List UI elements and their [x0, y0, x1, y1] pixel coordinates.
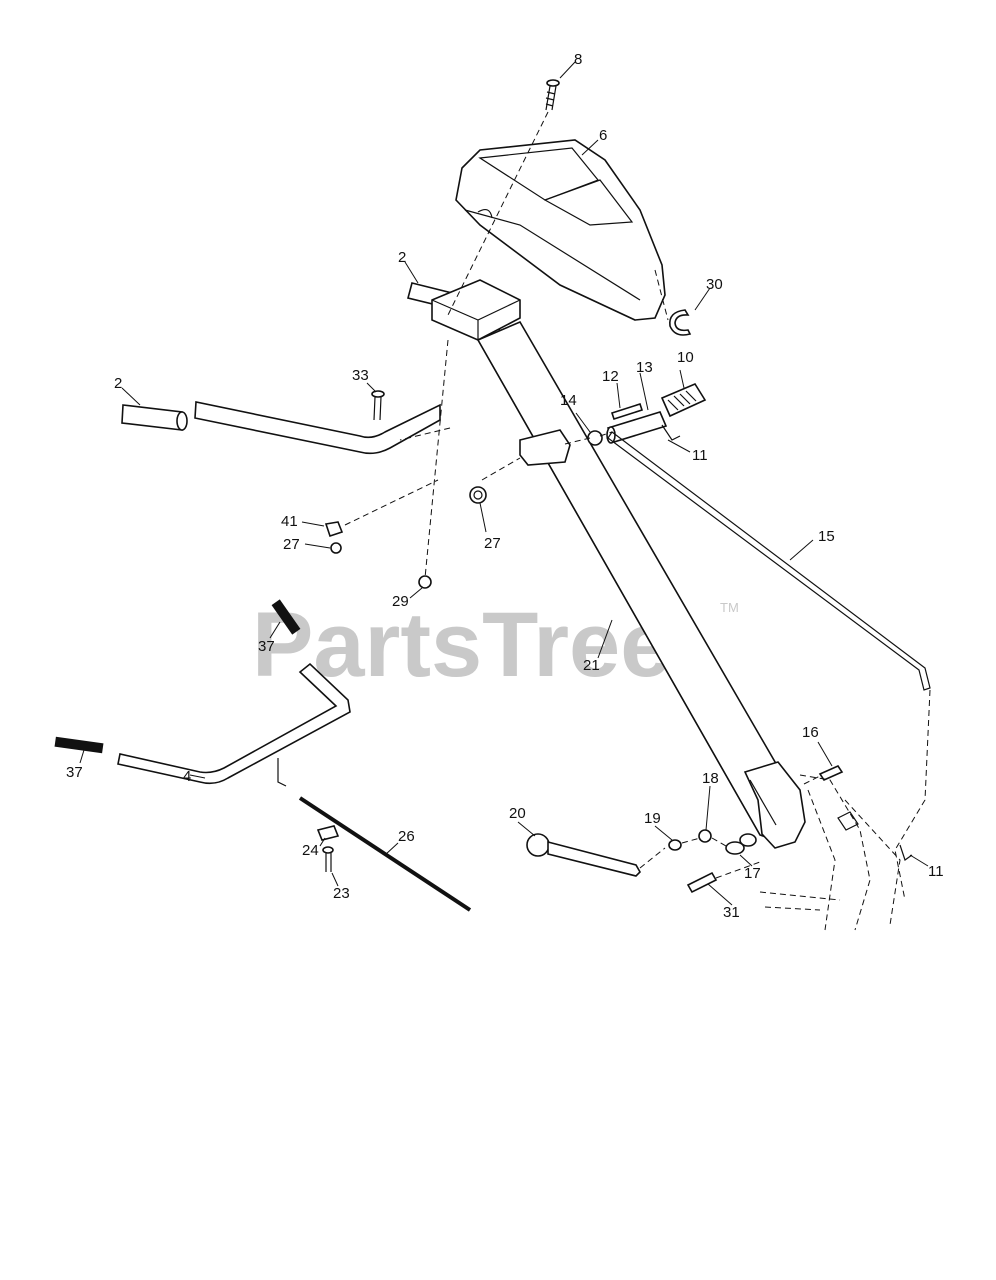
leader-lines [79, 61, 929, 906]
lever-tab-4-part [277, 758, 287, 787]
bushing-17-part[interactable] [725, 833, 757, 855]
nut-29-part[interactable] [418, 575, 432, 589]
control-rod-15-part[interactable] [607, 431, 931, 691]
nut-27-center-part[interactable] [469, 486, 487, 504]
callout-12: 12 [602, 368, 619, 385]
callout-37-left: 37 [66, 764, 83, 781]
hairpin-11-upper-part[interactable] [661, 424, 681, 441]
callout-37-upper: 37 [258, 638, 275, 655]
callout-27-center: 27 [484, 535, 501, 552]
nut-41-part[interactable] [324, 521, 344, 538]
grip-2-left-part[interactable] [121, 404, 188, 431]
callout-23: 23 [333, 885, 350, 902]
callout-13: 13 [636, 359, 653, 376]
hairpin-11-lower-part[interactable] [899, 844, 913, 861]
callout-11-upper: 11 [692, 447, 708, 464]
bolt-23-part[interactable] [322, 846, 334, 872]
spacer-14-part[interactable] [587, 430, 603, 446]
callout-31: 31 [723, 904, 740, 921]
watermark-trademark: TM [720, 600, 739, 615]
callout-21: 21 [583, 657, 600, 674]
callout-11-lower: 11 [928, 863, 944, 880]
callout-30: 30 [706, 276, 723, 293]
callout-16: 16 [802, 724, 819, 741]
frame-fragment-part [759, 774, 901, 931]
pin-12-part[interactable] [610, 402, 644, 421]
bolt-31-part[interactable] [686, 871, 718, 894]
callout-20: 20 [509, 805, 526, 822]
lever-4-part[interactable] [117, 662, 351, 785]
callout-8: 8 [574, 51, 582, 68]
clip-24-part[interactable] [316, 825, 340, 841]
nut-18-part[interactable] [698, 829, 712, 843]
shift-lever-20-part[interactable] [526, 833, 641, 877]
callout-26: 26 [398, 828, 415, 845]
callout-17: 17 [744, 865, 761, 882]
callout-15: 15 [818, 528, 835, 545]
callout-6: 6 [599, 127, 607, 144]
washer-27-left-part[interactable] [330, 542, 342, 554]
assembly-lines [344, 111, 931, 901]
callout-14: 14 [560, 392, 577, 409]
handle-tube-21-part[interactable] [431, 279, 806, 849]
callout-4: 4 [183, 768, 191, 785]
mount-bracket-part[interactable] [519, 429, 571, 466]
bolt-33-part[interactable] [371, 390, 385, 421]
callout-41: 41 [281, 513, 298, 530]
callout-29: 29 [392, 593, 409, 610]
screw-8-part[interactable] [545, 79, 560, 111]
grip-37-left-part[interactable] [54, 736, 104, 754]
washer-19-part[interactable] [668, 839, 682, 851]
callout-2-upper: 2 [398, 249, 406, 266]
callout-10: 10 [677, 349, 694, 366]
grip-10-part[interactable] [660, 382, 707, 418]
callout-18: 18 [702, 770, 719, 787]
console-cover-part[interactable] [455, 139, 666, 321]
grip-37-upper-part[interactable] [271, 599, 301, 635]
cable-26-part[interactable] [298, 796, 472, 912]
bolt-16-part[interactable] [818, 764, 844, 782]
callout-27-left: 27 [283, 536, 300, 553]
callout-33: 33 [352, 367, 369, 384]
callout-24: 24 [302, 842, 319, 859]
callout-2-left: 2 [114, 375, 122, 392]
callout-19: 19 [644, 810, 661, 827]
clip-30-part[interactable] [668, 309, 692, 336]
callout-labels: 8 6 2 30 2 33 10 12 13 14 11 15 41 27 27… [66, 51, 944, 921]
